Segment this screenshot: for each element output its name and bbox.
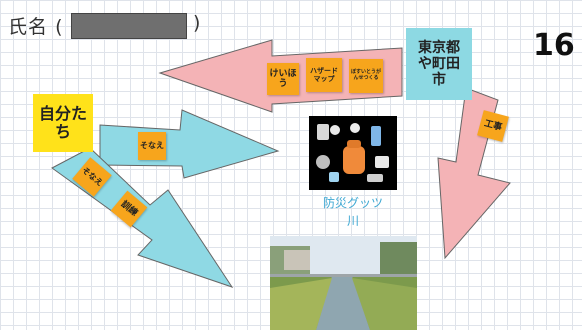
note-sonae-right: そなえ bbox=[138, 132, 166, 160]
name-input-redacted[interactable] bbox=[71, 13, 187, 39]
note-hazard-map: ハザードマップ bbox=[306, 58, 342, 92]
note-keihou: けいほう bbox=[267, 63, 299, 95]
emergency-goods-illustration bbox=[309, 116, 397, 190]
river-photo bbox=[270, 236, 417, 330]
note-jibun-tachi: 自分たち bbox=[33, 94, 93, 152]
note-tokyo-machida: 東京都や町田市 bbox=[406, 28, 472, 100]
cyan-arrow-right bbox=[99, 109, 280, 179]
name-label: 氏名 ( bbox=[8, 12, 63, 39]
caption-bousai-goods: 防災グッツ bbox=[322, 196, 383, 210]
caption-kawa: 川 bbox=[346, 214, 359, 228]
river-illustration bbox=[270, 236, 417, 330]
name-label-text: 氏名 bbox=[8, 16, 49, 38]
note-third-small: ぼすいとうがんせつくる bbox=[349, 59, 383, 93]
emergency-goods-image bbox=[309, 116, 397, 190]
open-paren: ( bbox=[55, 16, 64, 38]
close-paren: ) bbox=[193, 12, 201, 34]
page-number: 16 bbox=[533, 28, 575, 63]
